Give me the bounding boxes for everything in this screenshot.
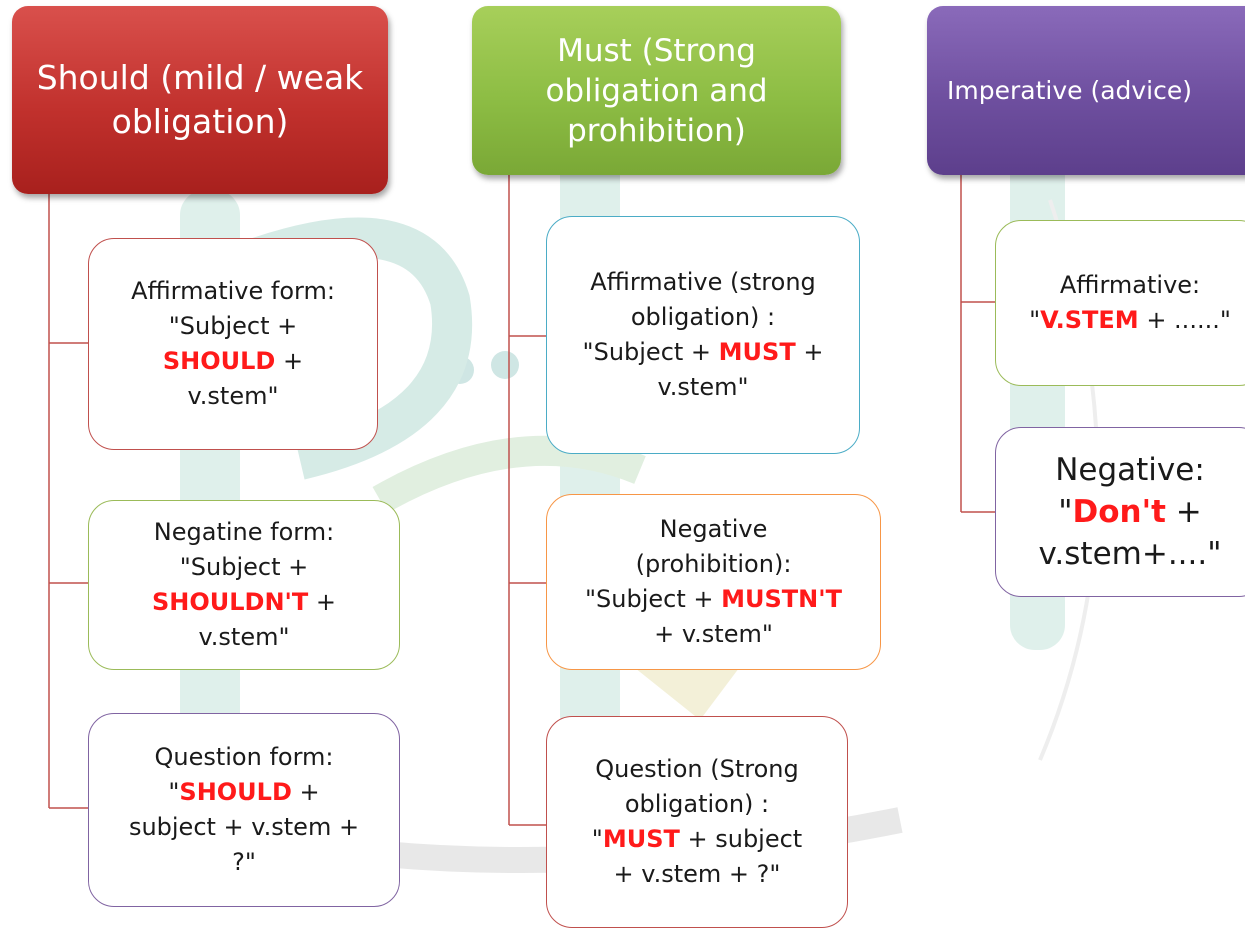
node-text: + ......" [1138, 306, 1231, 334]
node-text: + [795, 338, 824, 366]
node-text: + [1165, 494, 1202, 530]
node-text: + [291, 778, 320, 806]
must-question-node: Question (Strong obligation) : "MUST + s… [546, 716, 848, 928]
keyword: SHOULDN'T [151, 588, 309, 616]
node-text: "Subject + [582, 338, 719, 366]
node-line: "SHOULD + [168, 775, 319, 810]
node-line: v.stem" [198, 623, 290, 651]
node-line: subject + v.stem + [128, 813, 360, 841]
node-line: "Subject + [179, 553, 309, 581]
node-line: "V.STEM + ......" [1029, 303, 1231, 338]
node-text: "Subject + [585, 585, 722, 613]
node-line: + v.stem" [654, 620, 773, 648]
should-affirmative-node: Affirmative form: "Subject + SHOULD + v.… [88, 238, 378, 450]
imperative-title: Imperative (advice) [947, 75, 1193, 105]
imperative-header: Imperative (advice) [927, 6, 1245, 175]
must-negative-node: Negative (prohibition): "Subject + MUSTN… [546, 494, 881, 670]
node-line: "Subject + MUSTN'T [585, 582, 842, 617]
node-text: " [591, 825, 603, 853]
node-line: Negative [659, 515, 768, 543]
keyword: SHOULD [179, 778, 292, 806]
node-line: Affirmative: [1059, 271, 1201, 299]
node-line: Negatine form: [153, 518, 335, 546]
node-line: Affirmative form: [131, 277, 335, 305]
keyword: MUST [718, 338, 796, 366]
keyword: SHOULD [162, 347, 276, 375]
node-line: SHOULD + [163, 344, 303, 379]
node-line: ?" [232, 848, 256, 876]
node-line: Negative: [1055, 452, 1205, 488]
node-line: "MUST + subject [592, 822, 802, 857]
node-line: "Don't + [1058, 491, 1202, 533]
node-text: " [1058, 494, 1073, 530]
keyword: Don't [1072, 494, 1166, 530]
should-header: Should (mild / weak obligation) [12, 6, 388, 194]
node-line: (prohibition): [635, 550, 792, 578]
keyword: V.STEM [1040, 306, 1139, 334]
node-line: obligation) : [624, 790, 770, 818]
node-line: SHOULDN'T + [152, 585, 336, 620]
keyword: MUSTN'T [721, 585, 842, 613]
keyword: MUST [602, 825, 680, 853]
should-question-node: Question form: "SHOULD + subject + v.ste… [88, 713, 400, 907]
node-text: + subject [679, 825, 803, 853]
node-line: Question (Strong [595, 755, 799, 783]
node-text: + [275, 347, 304, 375]
node-line: v.stem" [657, 373, 749, 401]
node-line: v.stem" [187, 382, 279, 410]
node-line: + v.stem + ?" [613, 860, 781, 888]
node-line: "Subject + [168, 312, 298, 340]
node-line: v.stem+...." [1038, 536, 1222, 572]
node-line: Question form: [154, 743, 334, 771]
node-text: " [168, 778, 180, 806]
node-line: Affirmative (strong [590, 268, 816, 296]
must-title: Must (Strong obligation and prohibition) [545, 32, 768, 149]
must-header: Must (Strong obligation and prohibition) [472, 6, 841, 175]
imperative-negative-node: Negative: "Don't + v.stem+...." [995, 427, 1245, 597]
node-line: "Subject + MUST + [583, 335, 824, 370]
must-affirmative-node: Affirmative (strong obligation) : "Subje… [546, 216, 860, 454]
node-line: obligation) : [630, 303, 776, 331]
node-text: " [1029, 306, 1041, 334]
should-negative-node: Negatine form: "Subject + SHOULDN'T + v.… [88, 500, 400, 670]
node-text: + [308, 588, 337, 616]
imperative-affirmative-node: Affirmative: "V.STEM + ......" [995, 220, 1245, 386]
should-title: Should (mild / weak obligation) [36, 58, 364, 141]
